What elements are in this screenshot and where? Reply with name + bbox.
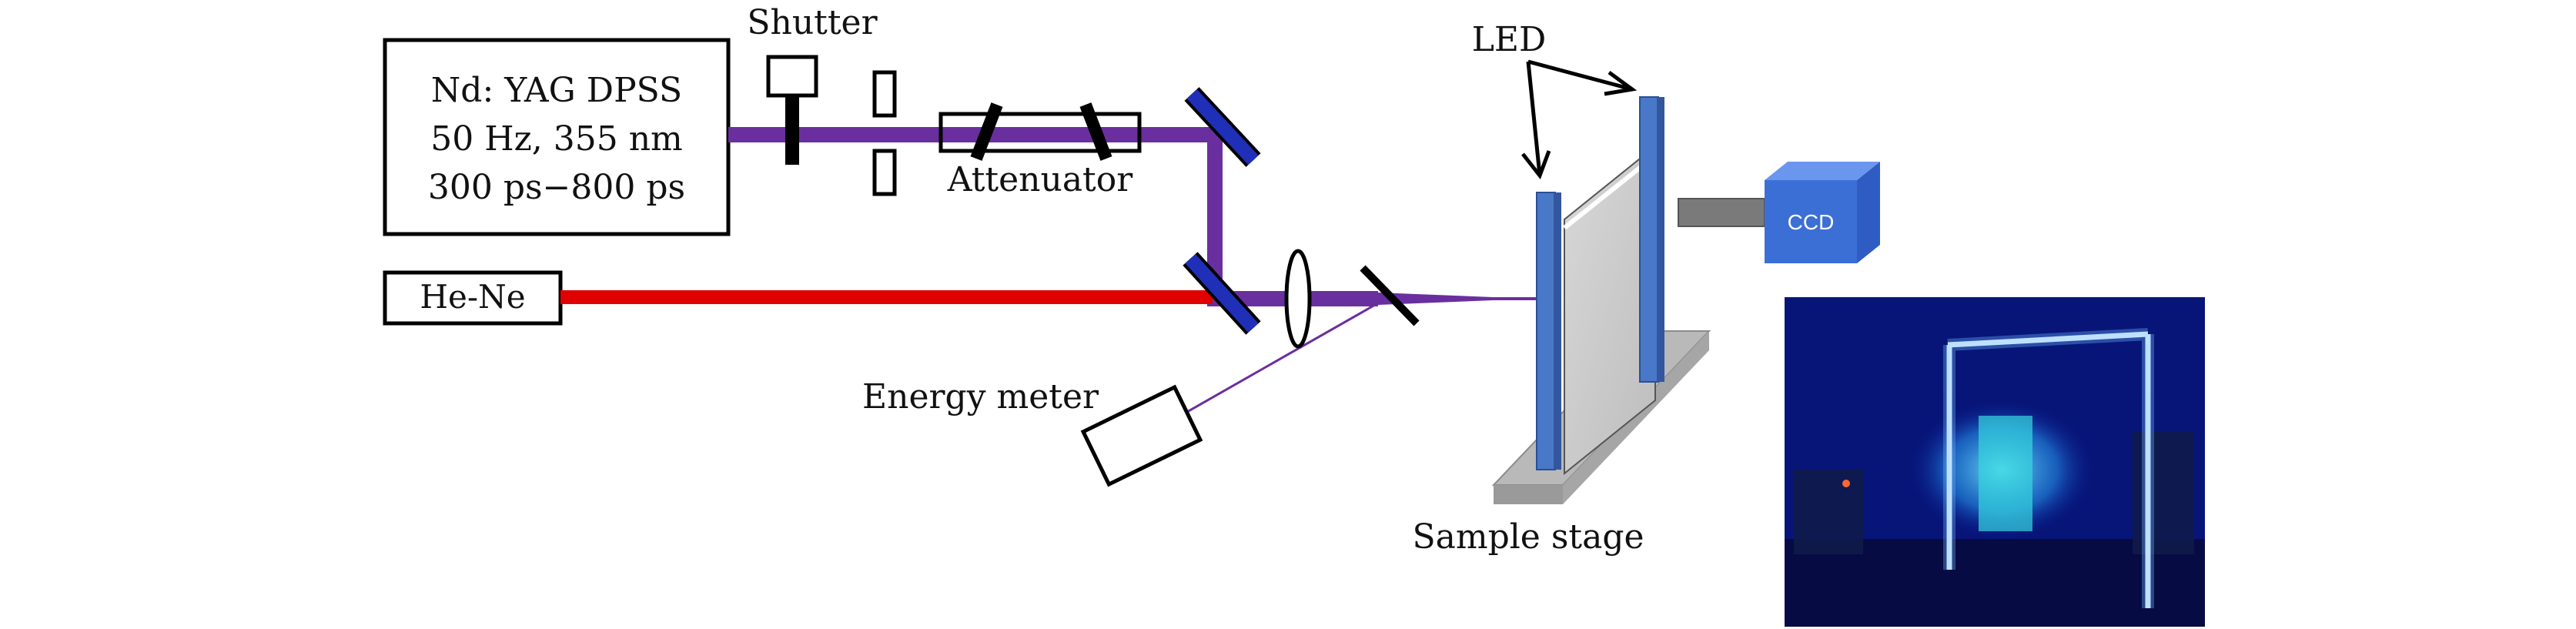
shutter-head [766,55,818,98]
attenuator-plate-1 [970,102,1003,161]
led-bar-right [1639,96,1659,383]
stage-side [1563,331,1709,504]
led-annotation: LED [1472,20,1638,180]
mirror-top [1184,87,1261,167]
led-bar-right-side [1657,97,1664,382]
stage-front [1494,485,1563,504]
ccd-label: CCD [1788,210,1835,234]
hene-laser: He-Ne [383,270,563,326]
beam-splitter [1360,265,1420,326]
photo-led-frame [1946,331,2151,608]
ccd-lens [1678,198,1765,227]
energy-meter: Energy meter [862,377,1203,487]
laser-rate: 50 Hz, 355 nm [430,119,683,159]
hene-label: He-Ne [420,278,525,316]
led-bar-left [1536,192,1556,470]
laser-pulse: 300 ps−800 ps [428,168,685,207]
sample-stage-label: Sample stage [1412,517,1644,557]
laser-box [383,38,731,236]
ccd-top [1765,162,1880,180]
attenuator: Attenuator [938,102,1142,199]
inset-photo [1785,297,2205,627]
laser-name: Nd: YAG DPSS [431,71,682,110]
attenuator-housing [938,112,1142,153]
pump-beam [728,127,1378,306]
led-label: LED [1472,20,1547,59]
led-arrow-right [1527,59,1633,92]
attenuator-label: Attenuator [947,160,1133,199]
ccd-side [1857,162,1880,263]
attenuator-plate-2 [1079,102,1112,161]
led-arrow-left [1526,61,1542,176]
laser-source: Nd: YAG DPSS 50 Hz, 355 nm 300 ps−800 ps [383,38,731,236]
energy-meter-label: Energy meter [862,377,1099,417]
mirror-bottom [1183,252,1261,335]
focusing-lens [1284,249,1312,349]
shutter-blade [785,95,799,165]
sample-stage: Sample stage [1412,96,1711,557]
photo-indicator-light [1842,480,1850,487]
sample-panel [1564,144,1656,476]
ccd-front [1765,180,1857,263]
iris-aperture [872,70,897,196]
ccd-camera: CCD [1678,162,1880,263]
energy-meter-box [1080,384,1203,487]
shutter-label: Shutter [747,3,878,42]
shutter: Shutter [747,3,878,165]
led-bar-left-side [1554,192,1561,470]
